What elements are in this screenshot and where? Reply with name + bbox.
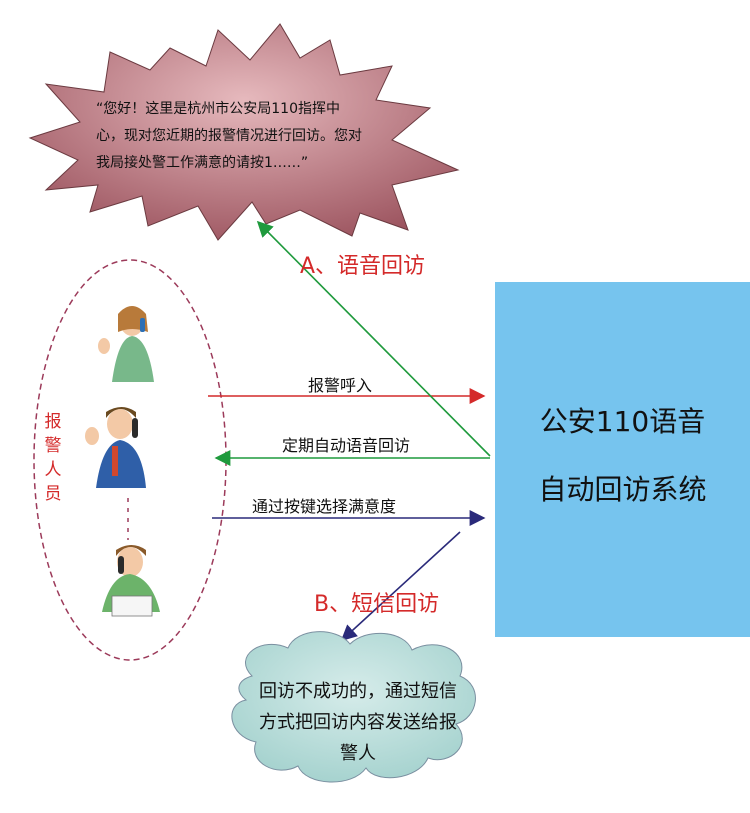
man-desk-phone-icon: [102, 545, 160, 617]
system-box-title-line1: 公安110语音: [539, 405, 706, 438]
sms-cloud: [231, 631, 476, 783]
system-box-title-line2: 自动回访系统: [538, 473, 707, 506]
callers-label: 报警人员: [44, 412, 62, 504]
arrow-voice-followup: [256, 220, 491, 457]
woman-phone-icon: [98, 306, 154, 382]
man-phone-icon: [85, 407, 146, 488]
arrow-sms-followup: [340, 531, 461, 642]
sms-cloud-text: 回访不成功的，通过短信方式把回访内容发送给报警人: [259, 681, 457, 764]
speech-bubble-text: “您好！这里是杭州市公安局110指挥中心，现对您近期的报警情况进行回访。您对我局…: [96, 101, 362, 171]
speech-burst: [28, 23, 460, 241]
system-box: 公安110语音 自动回访系统: [495, 282, 750, 637]
periodic-voice-label: 定期自动语音回访: [282, 436, 411, 455]
key-select-label: 通过按键选择满意度: [252, 497, 397, 516]
voice-followup-label: A、语音回访: [300, 254, 426, 279]
report-call-label: 报警呼入: [308, 376, 373, 395]
sms-followup-label: B、短信回访: [314, 592, 440, 617]
